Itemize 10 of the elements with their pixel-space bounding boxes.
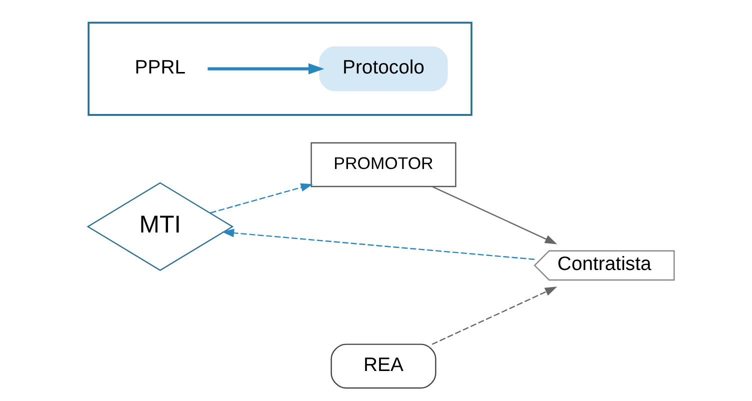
cluster — [87, 22, 472, 116]
arrow — [207, 63, 324, 74]
arrow — [431, 186, 557, 244]
node-text: PPRL — [134, 56, 186, 78]
arrow — [210, 183, 312, 214]
arrow — [221, 228, 534, 260]
node-box: Protocolo — [318, 46, 448, 92]
arrow — [431, 286, 557, 345]
node-box: REA — [330, 344, 436, 389]
node-box: PROMOTOR — [310, 142, 456, 188]
